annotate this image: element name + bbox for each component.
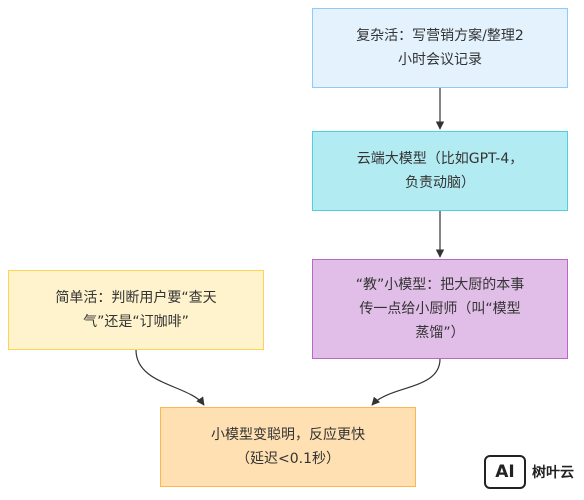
node-teach-line2: 传一点给小厨师（叫“模型 xyxy=(359,301,521,317)
edge-teach-to-result xyxy=(371,358,441,406)
edge-simple-to-result xyxy=(135,349,205,406)
node-complex-task: 复杂活：写营销方案/整理2 小时会议记录 xyxy=(312,8,568,88)
node-simple-line1: 简单活：判断用户要“查天 xyxy=(55,290,217,306)
node-teach-line3: 蒸馏”） xyxy=(415,325,465,341)
node-simple-task: 简单活：判断用户要“查天 气”还是“订咖啡” xyxy=(8,270,264,350)
watermark-logo-icon: AI xyxy=(484,455,526,489)
node-teach-line1: “教”小模型：把大厨的本事 xyxy=(355,277,525,293)
node-complex-line2: 小时会议记录 xyxy=(398,52,482,68)
node-result-line1: 小模型变聪明，反应更快 xyxy=(211,427,365,443)
watermark: AI 树叶云 xyxy=(484,452,580,492)
node-teach-small-model: “教”小模型：把大厨的本事 传一点给小厨师（叫“模型 蒸馏”） xyxy=(312,259,568,359)
node-result: 小模型变聪明，反应更快 （延迟<0.1秒） xyxy=(160,407,416,487)
node-complex-line1: 复杂活：写营销方案/整理2 xyxy=(356,28,524,44)
watermark-text: 树叶云 xyxy=(532,465,574,481)
node-cloud-line2: 负责动脑） xyxy=(405,175,475,191)
node-simple-line2: 气”还是“订咖啡” xyxy=(83,314,189,330)
node-cloud-model: 云端大模型（比如GPT-4， 负责动脑） xyxy=(312,131,568,211)
node-cloud-line1: 云端大模型（比如GPT-4， xyxy=(356,151,524,167)
node-result-line2: （延迟<0.1秒） xyxy=(236,451,340,467)
